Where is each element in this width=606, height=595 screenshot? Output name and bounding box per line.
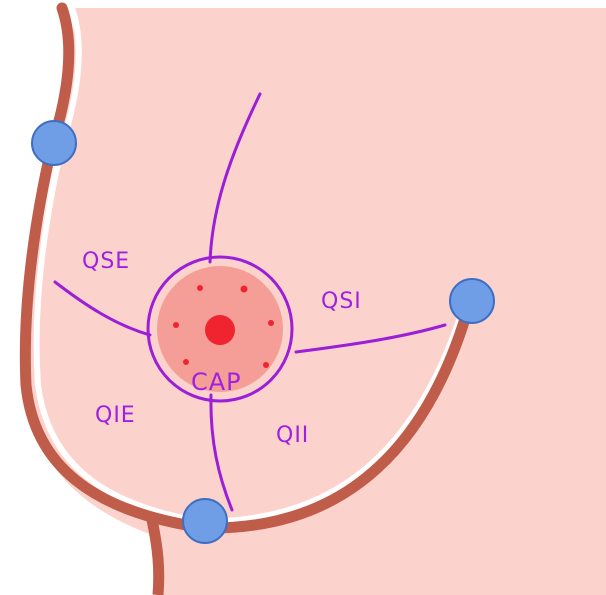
label-qie: QIE <box>95 403 136 428</box>
medial-landmark <box>450 279 494 323</box>
lower-body-line <box>152 520 159 595</box>
label-qii: QII <box>276 423 309 448</box>
nipple <box>205 315 235 345</box>
label-qse: QSE <box>82 249 130 274</box>
inferior-landmark <box>183 499 227 543</box>
label-cap: CAP <box>191 368 242 396</box>
label-qsi: QSI <box>321 289 362 314</box>
upper-landmark <box>32 121 76 165</box>
